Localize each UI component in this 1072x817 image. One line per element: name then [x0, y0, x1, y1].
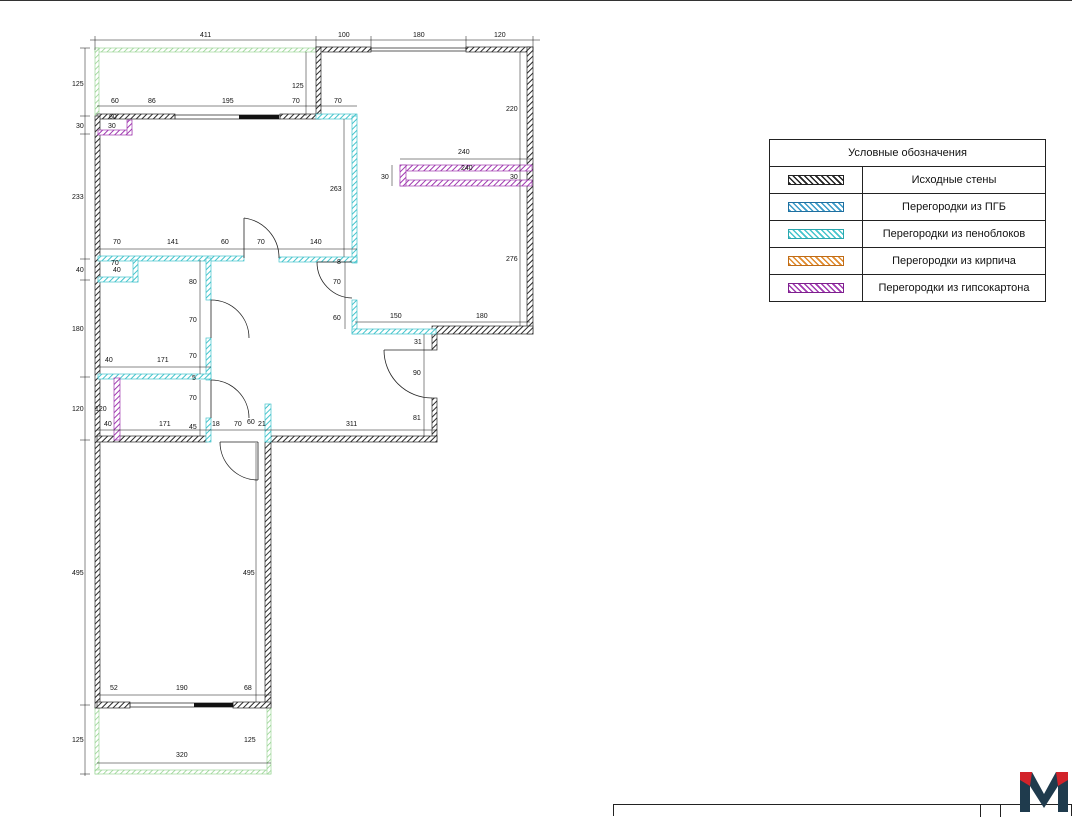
dim-70b: 70 [334, 98, 342, 105]
legend-label-foam: Перегородки из пеноблоков [862, 220, 1046, 248]
dim-195: 195 [222, 98, 234, 105]
dim-495: 495 [243, 570, 255, 577]
dimension-lines [80, 36, 540, 776]
dim-263: 263 [330, 186, 342, 193]
dim-30d: 30 [510, 174, 518, 181]
dim-21: 21 [258, 421, 266, 428]
dim-70e: 70 [111, 260, 119, 267]
dim-60: 60 [111, 98, 119, 105]
dim-40a: 40 [76, 267, 84, 274]
legend-row-brick: Перегородки из кирпича [769, 247, 1046, 275]
doors [210, 217, 433, 481]
pgb-swatch [788, 202, 844, 213]
dim-30c: 30 [381, 174, 389, 181]
dim-8: 8 [337, 259, 341, 266]
legend-row-drywall: Перегородки из гипсокартона [769, 274, 1046, 302]
window-sills [194, 115, 279, 707]
dim-31: 31 [414, 339, 422, 346]
dim-left-180: 180 [72, 326, 84, 333]
dim-top-100: 100 [338, 32, 350, 39]
existing-walls [94, 46, 534, 709]
legend-label-brick: Перегородки из кирпича [862, 247, 1046, 275]
brick-swatch [788, 256, 844, 267]
dim-140: 140 [310, 239, 322, 246]
legend-label-pgb: Перегородки из ПГБ [862, 193, 1046, 221]
dim-5: 5 [192, 375, 196, 382]
dim-top-120: 120 [494, 32, 506, 39]
dim-190: 190 [176, 685, 188, 692]
dimension-labels: 411 100 180 120 125 125 220 60 86 195 70… [72, 32, 518, 759]
dim-60d: 60 [333, 315, 341, 322]
stamp-divider [980, 805, 981, 817]
dim-60e: 60 [247, 419, 255, 426]
dim-70h: 70 [189, 353, 197, 360]
dim-left-120: 120 [72, 406, 84, 413]
dim-40c: 40 [105, 357, 113, 364]
legend-label-drywall: Перегородки из гипсокартона [862, 274, 1046, 302]
dim-left-125a: 125 [72, 81, 84, 88]
company-logo-icon [1020, 772, 1068, 812]
legend-title: Условные обозначения [769, 139, 1046, 167]
dim-left-495: 495 [72, 570, 84, 577]
legend-table: Условные обозначения Исходные стены Пере… [769, 139, 1046, 302]
dim-left-125b: 125 [72, 737, 84, 744]
legend-row-foam: Перегородки из пеноблоков [769, 220, 1046, 248]
title-block-stamp [613, 804, 1072, 817]
drywall-swatch [788, 283, 844, 294]
stamp-divider [1000, 805, 1001, 817]
dim-180b: 180 [476, 313, 488, 320]
dim-86: 86 [148, 98, 156, 105]
dim-70f: 70 [333, 279, 341, 286]
dim-141: 141 [167, 239, 179, 246]
dim-top-180: 180 [413, 32, 425, 39]
dim-30b: 30 [108, 123, 116, 130]
dim-80: 80 [189, 279, 197, 286]
drywall-partitions [97, 119, 533, 441]
foam-block-swatch [788, 229, 844, 240]
dim-top-411: 411 [200, 32, 211, 39]
dim-240a: 240 [458, 149, 470, 156]
balcony-bottom [94, 706, 272, 775]
dim-276: 276 [506, 256, 518, 263]
dim-70a: 70 [292, 98, 300, 105]
dim-70i: 70 [189, 395, 197, 402]
dim-18: 18 [212, 421, 220, 428]
legend-row-pgb: Перегородки из ПГБ [769, 193, 1046, 221]
dim-70d: 70 [257, 239, 265, 246]
dim-311: 311 [346, 421, 357, 428]
dim-inner-125: 125 [292, 83, 304, 90]
dim-70j: 70 [234, 421, 242, 428]
dim-30a: 30 [76, 123, 84, 130]
dim-171b: 171 [159, 421, 171, 428]
dim-90: 90 [413, 370, 421, 377]
sheet-border-top [0, 0, 1072, 1]
dim-320: 320 [176, 752, 188, 759]
dim-150: 150 [390, 313, 402, 320]
floor-plan: 411 100 180 120 125 125 220 60 86 195 70… [72, 32, 540, 776]
dim-81: 81 [413, 415, 421, 422]
dim-40b: 40 [113, 267, 121, 274]
dim-68: 68 [244, 685, 252, 692]
legend-row-existing: Исходные стены [769, 166, 1046, 194]
dim-left-233: 233 [72, 194, 84, 201]
dim-right-220: 220 [506, 106, 518, 113]
dim-240b: 240 [461, 165, 473, 172]
legend-label-existing: Исходные стены [862, 166, 1046, 194]
dim-45: 45 [189, 424, 197, 431]
dim-40d: 40 [104, 421, 112, 428]
dim-60b: 60 [109, 114, 117, 121]
dim-171a: 171 [157, 357, 169, 364]
dim-60c: 60 [221, 239, 229, 246]
dim-125c: 125 [244, 737, 256, 744]
existing-wall-swatch [788, 175, 844, 186]
foam-partitions [97, 113, 437, 443]
dim-52: 52 [110, 685, 118, 692]
dim-70c: 70 [113, 239, 121, 246]
dim-120b: 120 [95, 406, 107, 413]
dim-70g: 70 [189, 317, 197, 324]
